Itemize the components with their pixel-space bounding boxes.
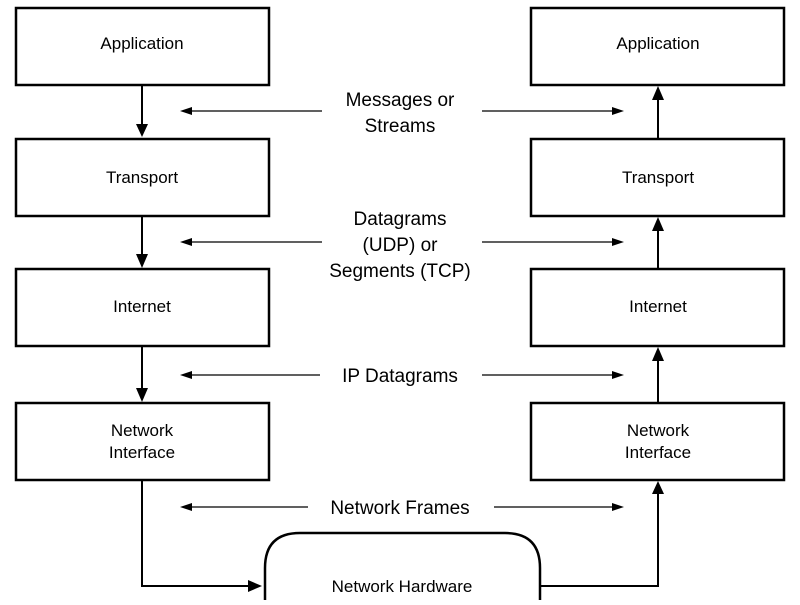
left-transport-label: Transport <box>106 168 178 187</box>
right-application-layer <box>529 6 786 87</box>
right-transport-label: Transport <box>622 168 694 187</box>
left-application-label: Application <box>100 34 183 53</box>
left-application-layer <box>14 6 271 87</box>
right-transport-layer <box>529 137 786 218</box>
transport-exchange-label-line3: Segments (TCP) <box>329 261 470 282</box>
right-up-arrow-2 <box>652 217 664 269</box>
hardware-to-right-arrow <box>540 481 664 587</box>
left-network-interface-label-line2: Interface <box>109 443 175 462</box>
right-internet-label: Internet <box>629 297 687 316</box>
application-exchange-label-line2: Streams <box>365 116 436 137</box>
application-exchange-arrow <box>180 107 624 115</box>
left-network-interface-layer <box>14 401 271 482</box>
transport-exchange-arrow <box>180 238 624 246</box>
left-internet-label: Internet <box>113 297 171 316</box>
left-to-hardware-arrow <box>141 480 262 592</box>
right-network-interface-label-line1: Network <box>627 421 690 440</box>
transport-exchange-label-line1: Datagrams <box>354 209 447 230</box>
network-hardware-label: Network Hardware <box>332 577 473 596</box>
left-transport-layer <box>14 137 271 218</box>
left-network-interface-label-line1: Network <box>111 421 174 440</box>
right-up-arrow-3 <box>652 86 664 139</box>
right-network-interface-label-line2: Interface <box>625 443 691 462</box>
left-down-arrow-2 <box>136 216 148 268</box>
right-application-label: Application <box>616 34 699 53</box>
network-interface-exchange-arrow <box>180 503 624 511</box>
right-internet-layer <box>529 267 786 348</box>
right-up-arrow-1 <box>652 347 664 403</box>
internet-exchange-arrow <box>180 371 624 379</box>
transport-exchange-label-line2: (UDP) or <box>363 235 439 256</box>
left-down-arrow-1 <box>136 85 148 137</box>
left-internet-layer <box>14 267 271 348</box>
network-interface-exchange-label: Network Frames <box>330 498 469 519</box>
right-network-interface-layer <box>529 401 786 482</box>
application-exchange-label-line1: Messages or <box>346 90 455 111</box>
internet-exchange-label: IP Datagrams <box>342 366 458 387</box>
left-down-arrow-3 <box>136 346 148 402</box>
network-hardware-box <box>263 531 542 600</box>
